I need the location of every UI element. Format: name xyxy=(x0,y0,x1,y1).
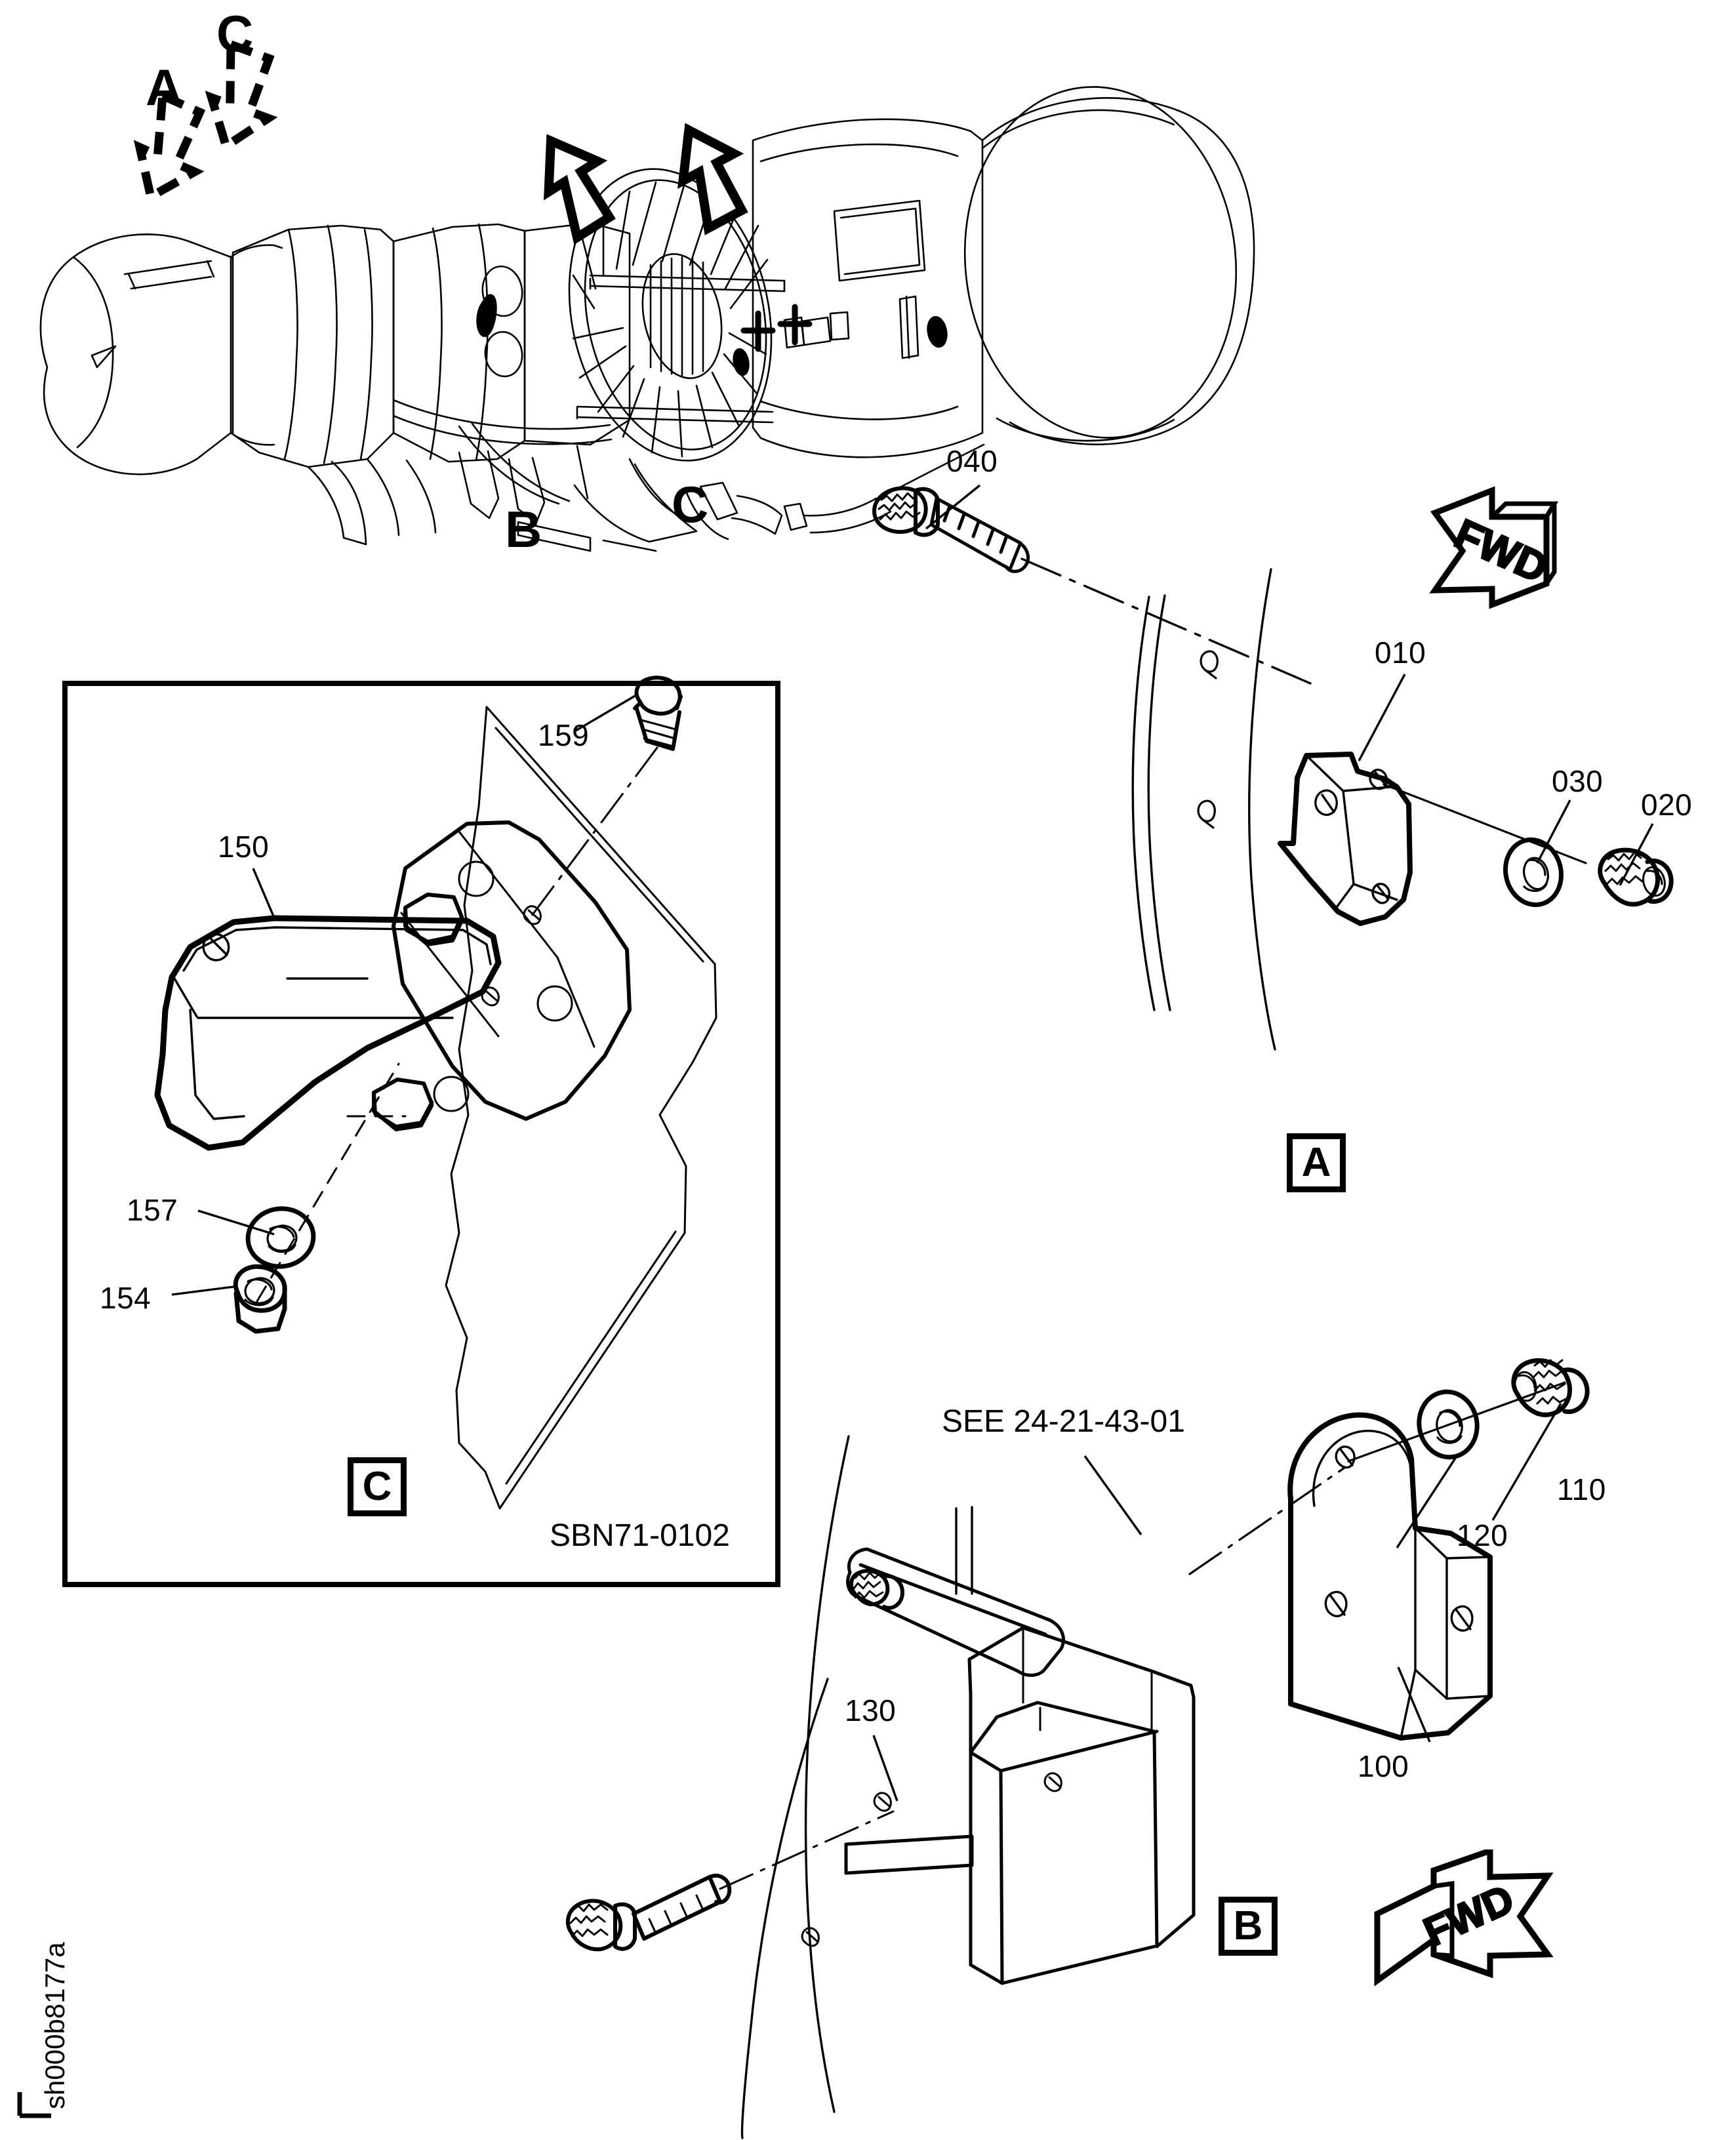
callout-020: 020 xyxy=(1641,788,1693,822)
callout-040: 040 xyxy=(946,444,998,478)
callout-159: 159 xyxy=(538,718,590,752)
detail-marker-a: A xyxy=(1287,1133,1346,1192)
callout-154: 154 xyxy=(100,1281,151,1315)
fwd-arrow-right-icon: FWD xyxy=(1374,1846,1554,1987)
fwd-indicator-b: FWD xyxy=(1364,1846,1561,2004)
callout-120: 120 xyxy=(1457,1518,1508,1552)
section-letter-a: A xyxy=(146,58,183,116)
callout-030: 030 xyxy=(1552,764,1604,798)
callout-110: 110 xyxy=(1557,1472,1606,1506)
detail-c-frame xyxy=(62,681,780,1587)
drawing-number-detail-c: SBN71-0102 xyxy=(550,1518,730,1553)
callout-150: 150 xyxy=(218,830,270,864)
section-letter-c-bottom: C xyxy=(672,475,709,533)
section-letter-b: B xyxy=(505,500,542,558)
detail-marker-b: B xyxy=(1219,1897,1278,1956)
detail-marker-c: C xyxy=(348,1457,407,1516)
fwd-arrow-left-icon: FWD xyxy=(1429,486,1559,609)
callout-130: 130 xyxy=(845,1693,897,1727)
callout-100: 100 xyxy=(1358,1749,1409,1783)
reference-note-detail-b: SEE 24-21-43-01 xyxy=(942,1404,1185,1439)
callout-010: 010 xyxy=(1375,636,1426,670)
section-letter-c-top: C xyxy=(216,5,254,62)
fwd-indicator-a: FWD xyxy=(1364,485,1561,639)
callout-157: 157 xyxy=(127,1193,178,1227)
sheet-identifier: sh000b8177a xyxy=(39,1942,70,2109)
